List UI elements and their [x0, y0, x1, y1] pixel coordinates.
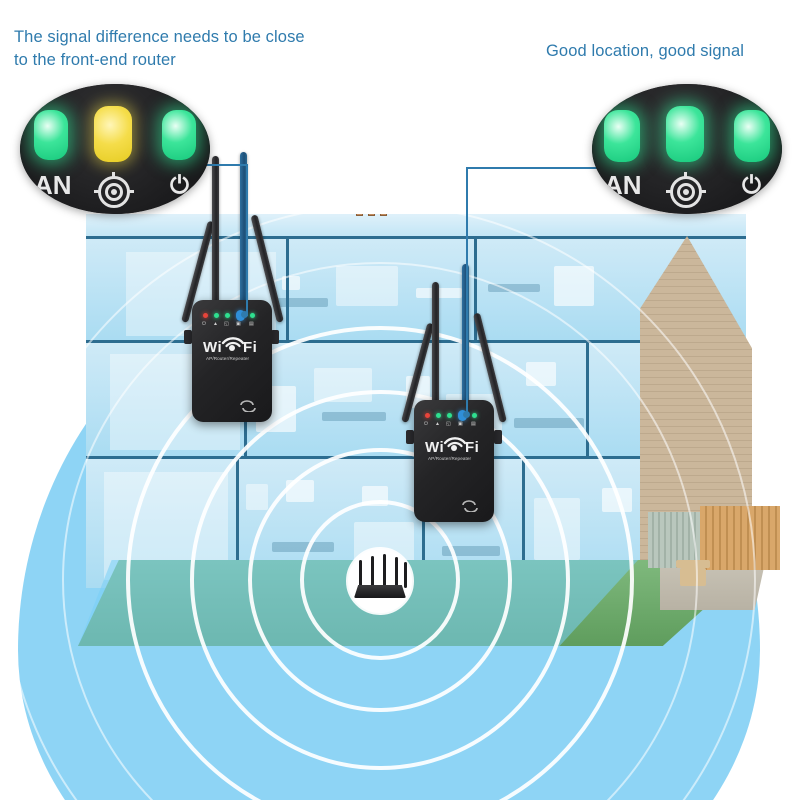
caption-right: Good location, good signal — [546, 42, 744, 60]
wan-icon: ▣ — [236, 321, 241, 327]
leader-line-right — [466, 167, 468, 417]
callout-led-right — [734, 110, 770, 162]
callout-wps-dot — [111, 189, 117, 195]
wps-reset-icon — [462, 500, 478, 512]
weak-signal-led-closeup: AN ⏻ — [20, 84, 210, 214]
router-antenna — [371, 556, 374, 588]
leader-endpoint-right — [463, 411, 470, 418]
leader-endpoint-left — [241, 311, 248, 318]
callout-led-center — [666, 106, 704, 162]
brand-fi: Fi — [465, 439, 480, 456]
wps-icon: ◱ — [224, 321, 229, 327]
power-led — [203, 313, 208, 318]
wifi-led — [436, 413, 441, 418]
wan-icon: ▣ — [458, 421, 463, 427]
wps-reset-icon — [240, 400, 256, 412]
device-sub-label: AP/Router/Repeater — [206, 356, 250, 361]
lan-icon: ▤ — [249, 321, 254, 327]
brand-fi: Fi — [243, 339, 258, 356]
repeater-antenna-highlighted — [240, 152, 247, 322]
repeater-antenna — [432, 282, 439, 422]
repeater-antenna-highlighted — [462, 264, 469, 422]
repeater-side-port — [271, 330, 279, 344]
callout-wps-icon-inner — [677, 183, 695, 201]
power-icon: ⏻ — [202, 321, 206, 327]
leader-line-left — [190, 164, 248, 166]
device-sub-label: AP/Router/Repeater — [428, 456, 472, 461]
lan-icon: ▤ — [471, 421, 476, 427]
callout-wps-icon-inner — [105, 183, 123, 201]
callout-power-glyph: ⏻ — [170, 172, 189, 199]
repeater-side-port — [406, 430, 414, 444]
wifi-arc-icon — [443, 437, 467, 448]
caption-left: The signal difference needs to be close … — [14, 28, 305, 69]
brand-wi: Wi — [203, 339, 223, 356]
power-icon: ⏻ — [424, 421, 428, 427]
repeater-body — [414, 400, 494, 522]
wifi-dot-icon — [229, 345, 235, 351]
callout-led-right — [162, 110, 196, 160]
callout-lan-label: AN — [34, 170, 72, 200]
repeater-body — [192, 300, 272, 422]
wifi-icon: ▲ — [213, 321, 218, 327]
callout-wps-dot — [683, 189, 689, 195]
front-end-router — [354, 585, 406, 598]
callout-led-left — [34, 110, 68, 160]
leader-line-right — [466, 167, 606, 169]
wifi-icon: ▲ — [435, 421, 440, 427]
wifi-led — [214, 313, 219, 318]
router-antenna — [383, 554, 386, 588]
wifi-arc-icon — [221, 337, 245, 348]
router-antenna — [404, 562, 407, 588]
brand-wi: Wi — [425, 439, 445, 456]
repeater-side-port — [184, 330, 192, 344]
callout-led-left — [604, 110, 640, 162]
leader-line-left — [246, 164, 248, 316]
wps-icon: ◱ — [446, 421, 451, 427]
router-antenna — [395, 557, 398, 588]
power-led — [425, 413, 430, 418]
router-antenna — [359, 560, 362, 588]
lan-led — [472, 413, 477, 418]
router-highlight-circle — [348, 549, 412, 613]
good-signal-led-closeup: AN ⏻ — [592, 84, 782, 214]
wps-led — [225, 313, 230, 318]
callout-led-center — [94, 106, 132, 162]
repeater-antenna — [212, 156, 219, 322]
repeater-side-port — [494, 430, 502, 444]
wifi-dot-icon — [451, 445, 457, 451]
callout-lan-label: AN — [604, 170, 642, 200]
wps-led — [447, 413, 452, 418]
lan-led — [250, 313, 255, 318]
callout-power-glyph: ⏻ — [742, 172, 761, 199]
